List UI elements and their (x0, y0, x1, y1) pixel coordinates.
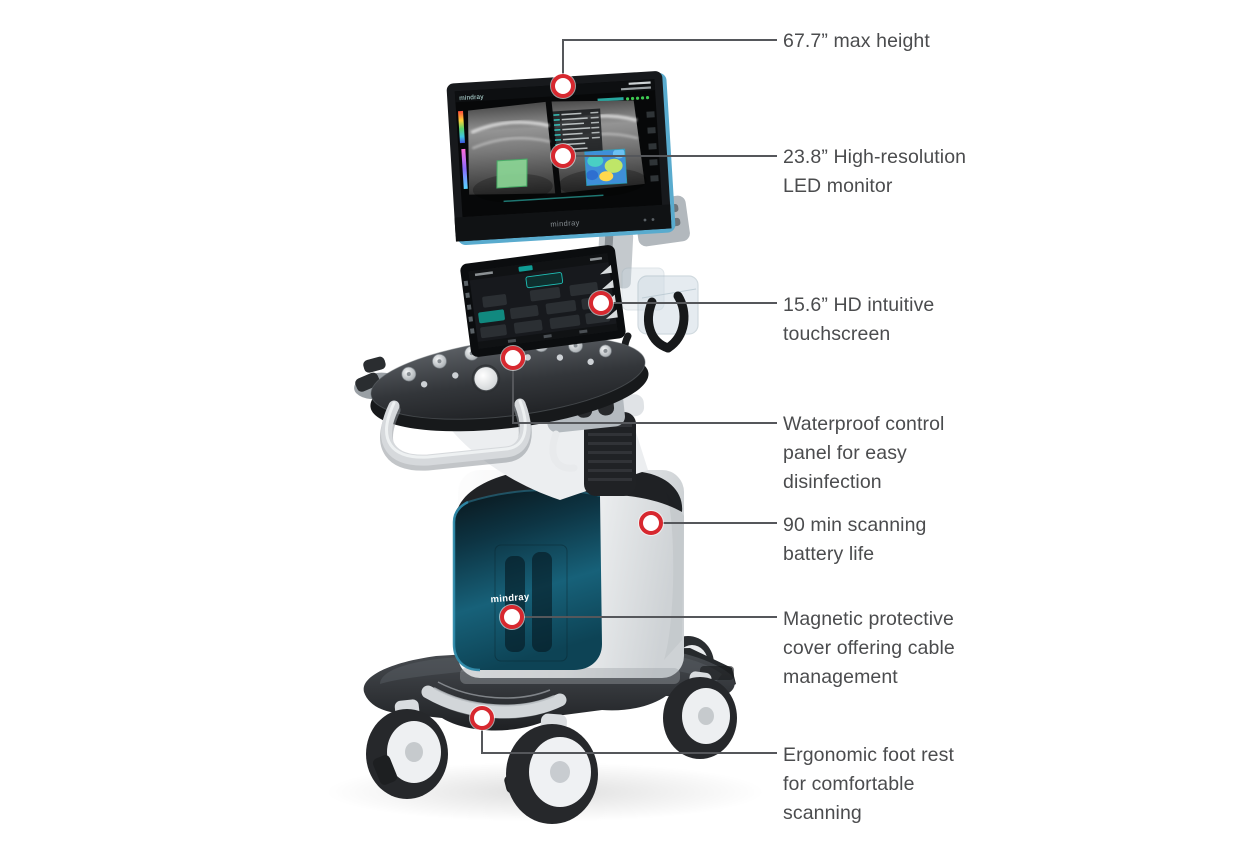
cable-hook-lower (549, 430, 578, 472)
leader-line (562, 39, 564, 76)
mindray-logo-bezel: mindray (550, 218, 580, 229)
leader-line (512, 422, 777, 424)
caster-wheel-right (663, 671, 737, 759)
foot-rest (421, 681, 567, 719)
leader-line (562, 39, 777, 41)
touchscreen-buttons (478, 272, 610, 339)
callout-marker-battery (639, 511, 663, 535)
callout-marker-control-panel (501, 346, 525, 370)
touchscreen (460, 245, 626, 357)
machine-body: mindray (452, 467, 684, 684)
control-panel (354, 336, 649, 432)
callout-label-control-panel: Waterproof control panel for easy disinf… (783, 413, 945, 493)
ultrasound-image-left (467, 101, 556, 203)
callout-label-cable-cover: Magnetic protective cover offering cable… (783, 608, 955, 688)
leader-line (512, 368, 514, 424)
callout-marker-cable-cover (500, 605, 524, 629)
callout-marker-touchscreen (589, 291, 613, 315)
callout-marker-foot-rest (470, 706, 494, 730)
battery-cable-cover: mindray (452, 488, 602, 672)
leader-line (481, 728, 483, 754)
cart-handle (380, 398, 532, 471)
caster-wheel-left (366, 699, 448, 799)
callout-label-battery: 90 min scanning battery life (783, 514, 927, 565)
leader-line (524, 616, 777, 618)
leader-line (481, 752, 777, 754)
mindray-logo-screen: mindray (459, 94, 484, 103)
leader-line (576, 155, 777, 157)
leader-line (613, 302, 777, 304)
trackball (471, 364, 501, 393)
callout-marker-led-monitor (551, 144, 575, 168)
callout-label-foot-rest: Ergonomic foot rest for comfortable scan… (783, 744, 954, 824)
callout-label-max-height: 67.7” max height (783, 30, 930, 52)
caster-wheel-front (504, 713, 598, 824)
leader-line (663, 522, 777, 524)
mindray-logo-body: mindray (490, 592, 530, 606)
callout-marker-max-height (551, 74, 575, 98)
callout-label-touchscreen: 15.6” HD intuitive touchscreen (783, 294, 935, 345)
elastography-roi (584, 149, 627, 186)
callout-label-led-monitor: 23.8” High-resolution LED monitor (783, 146, 967, 197)
